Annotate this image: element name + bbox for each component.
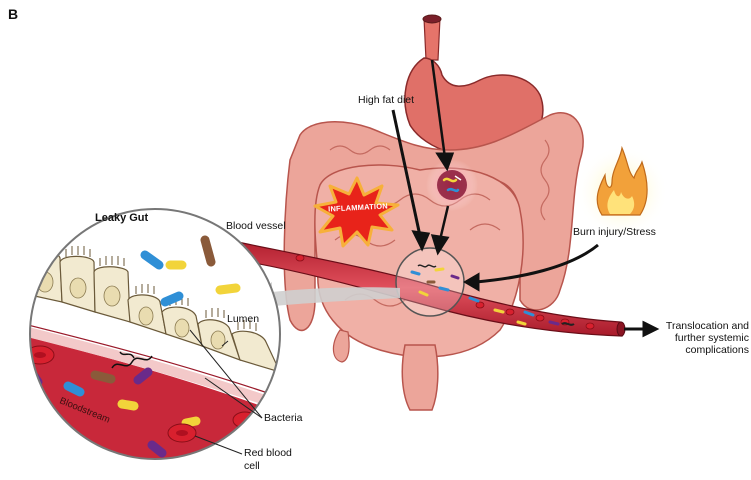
lumen-label: Lumen (227, 313, 259, 325)
burn-flame-icon (576, 146, 668, 238)
red-blood-cell-line-1: Red blood (244, 447, 292, 460)
high-fat-diet-label: High fat diet (358, 94, 414, 106)
intestinal-lesion-with-bacteria (426, 159, 478, 211)
burn-injury-label: Burn injury/Stress (573, 226, 656, 238)
translocation-line-1: Translocation and (666, 320, 749, 332)
translocation-line-2: further systemic (666, 332, 749, 344)
translocation-line-3: complications (666, 344, 749, 356)
blood-vessel-label: Blood vessel (226, 220, 286, 232)
translocation-site-circle (396, 248, 464, 316)
panel-label: B (8, 6, 18, 22)
leaky-gut-label: Leaky Gut (95, 212, 148, 224)
bacteria-label: Bacteria (264, 412, 303, 424)
red-blood-cell-line-2: cell (244, 460, 292, 473)
red-blood-cell-label: Red blood cell (244, 447, 292, 473)
translocation-label: Translocation and further systemic compl… (666, 320, 749, 356)
